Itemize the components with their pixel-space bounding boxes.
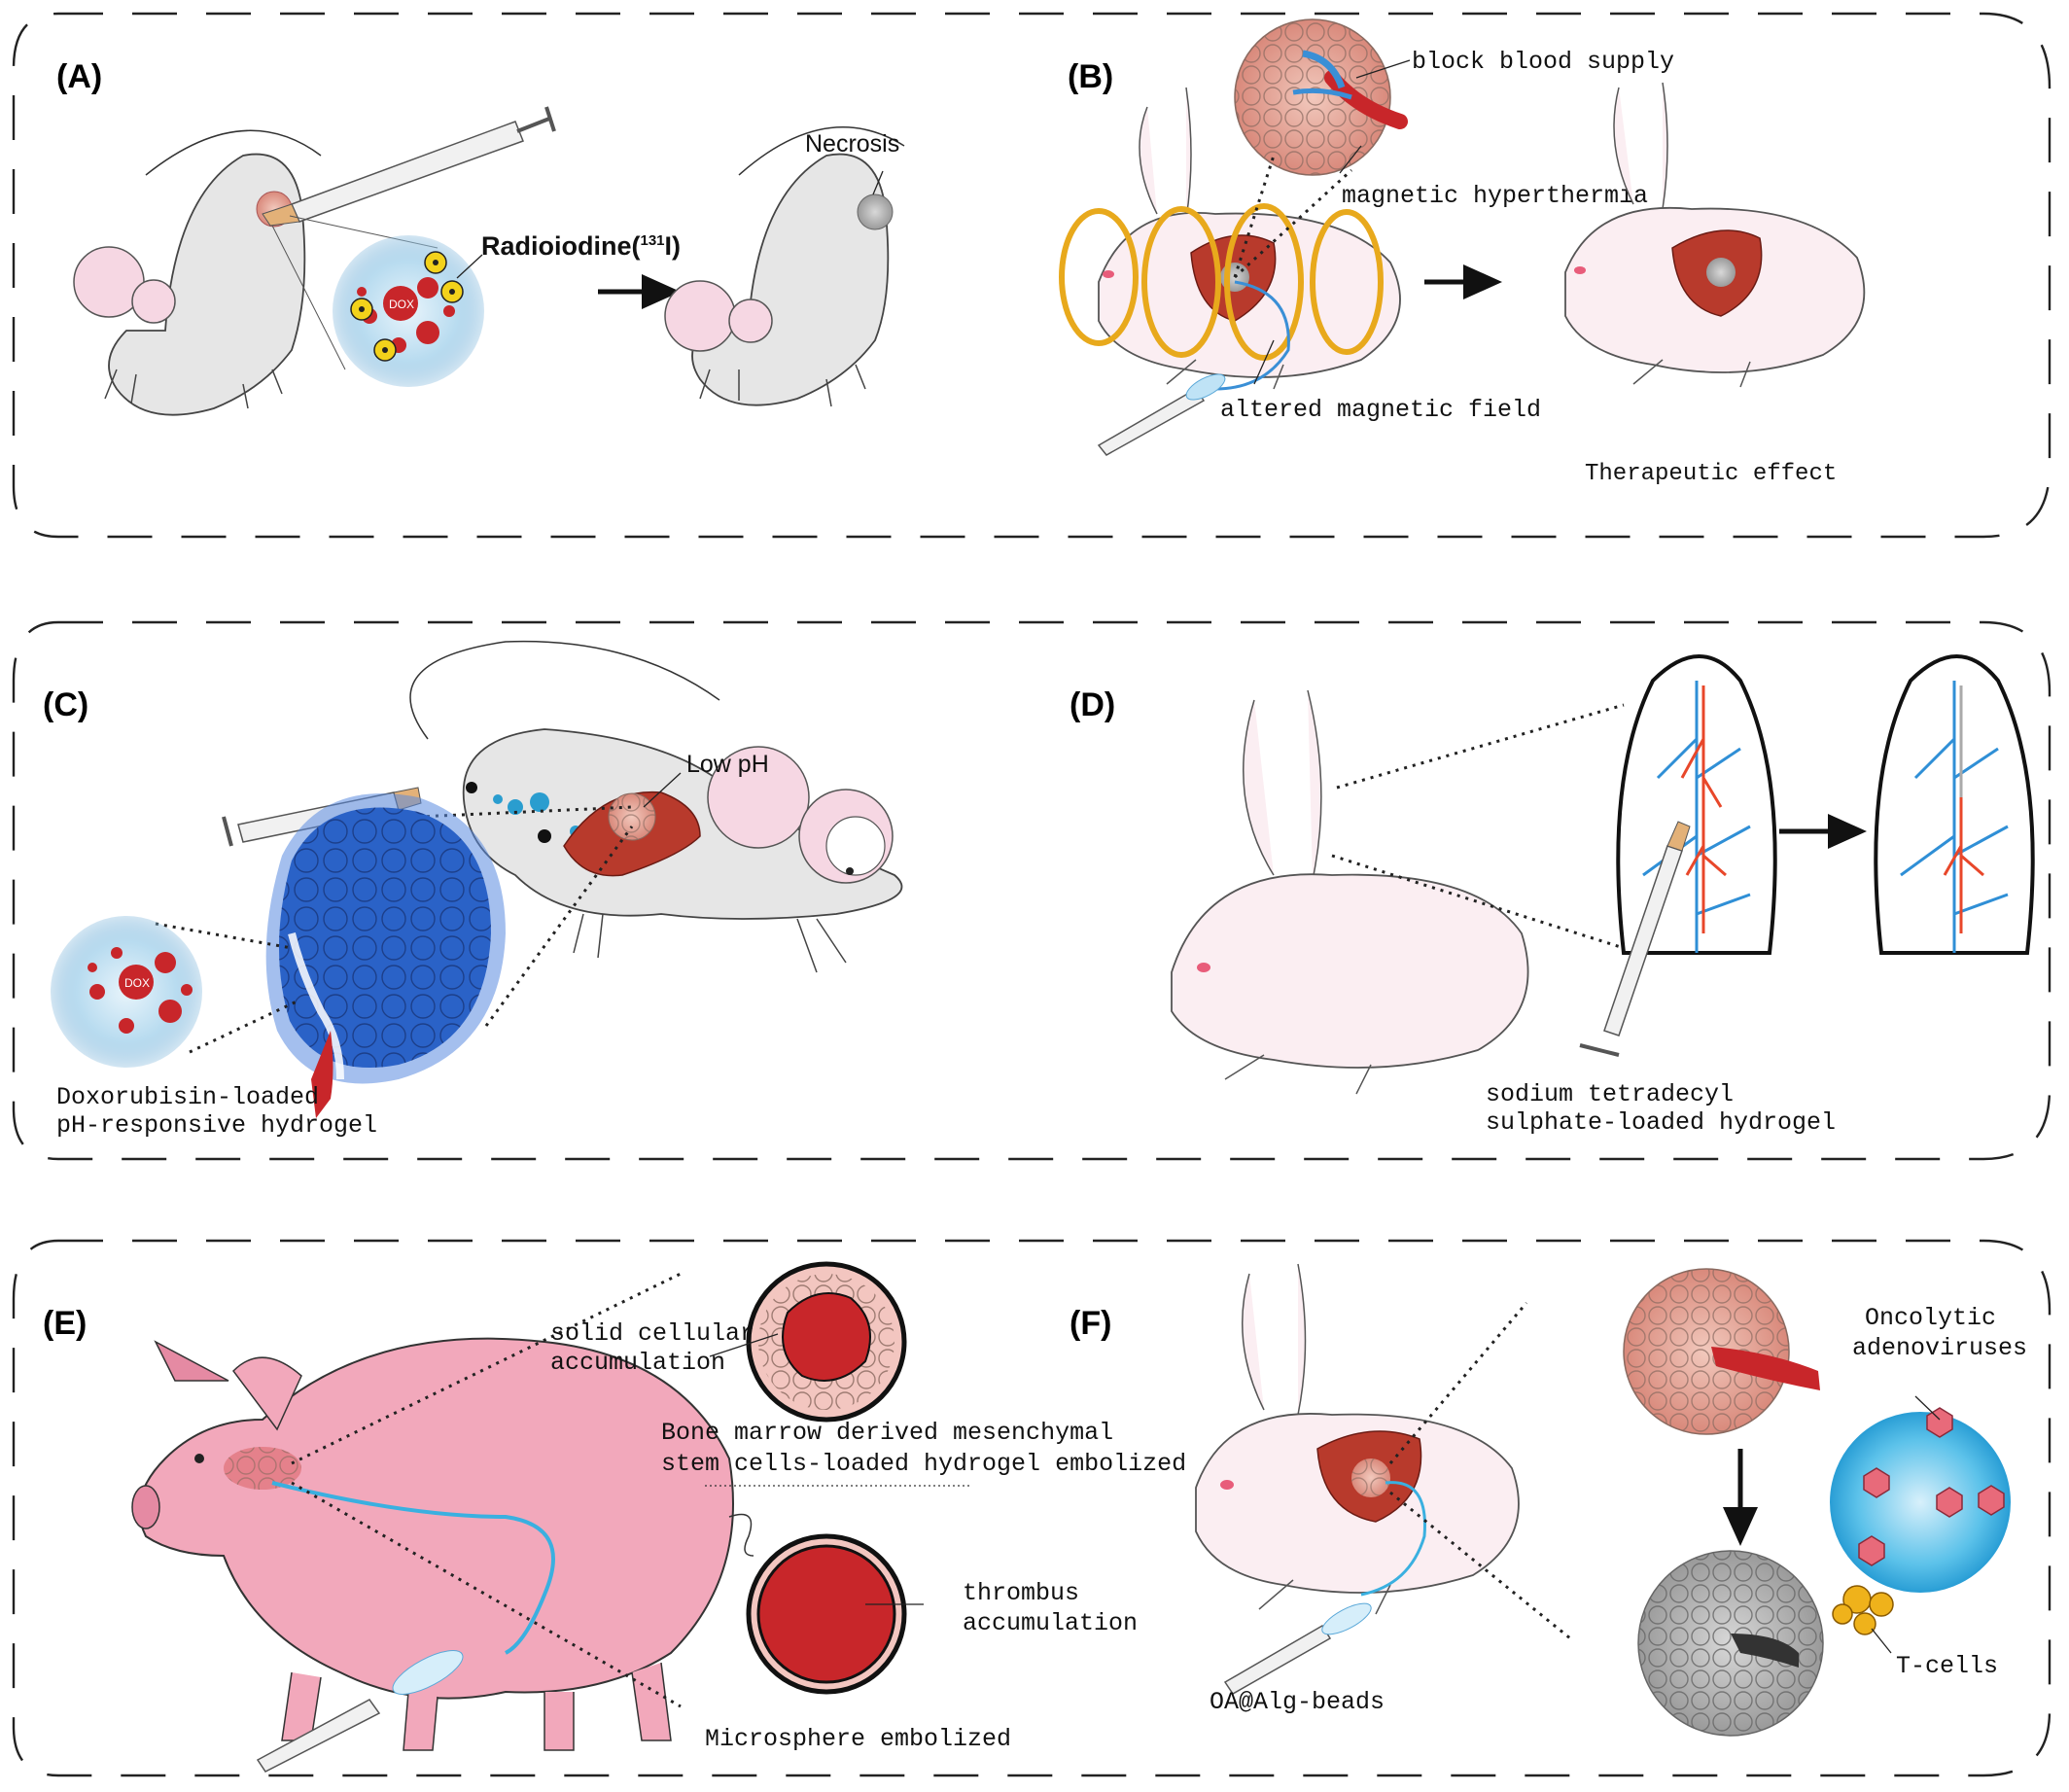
tumor-f-after	[1637, 1550, 1824, 1737]
thrombus-label-line1: thrombus	[963, 1579, 1079, 1607]
arrow-a	[598, 274, 681, 309]
low-ph-label: Low pH	[686, 751, 769, 778]
hydrogel-c-label-line1: Doxorubisin-loaded	[56, 1083, 319, 1111]
panel-c: (C) Low pH	[43, 640, 903, 1140]
magnetic-coils	[1059, 203, 1384, 361]
cross-section-thrombus	[746, 1533, 907, 1695]
solid-cellular-label-line1: solid cellular	[550, 1319, 754, 1348]
frame-row-3	[12, 1239, 2051, 1777]
syringe-a	[262, 106, 556, 227]
block-blood-supply-label: block blood supply	[1412, 48, 1674, 76]
virus-icon	[1858, 1407, 2005, 1566]
bone-marrow-label-line1: Bone marrow derived mesenchymal	[661, 1419, 1113, 1447]
rabbit-f	[1195, 1263, 1520, 1615]
beads-label: OA@Alg-beads	[1210, 1688, 1385, 1716]
hydrogel-bubble-c: DOX	[51, 916, 298, 1068]
mouse-a-left	[73, 129, 322, 416]
bone-marrow-label-line2: stem cells-loaded hydrogel embolized	[661, 1450, 1186, 1478]
necrosis-label: Necrosis	[805, 130, 899, 158]
arrow-b	[1424, 264, 1502, 299]
microsphere-label: Microsphere embolized	[705, 1725, 1011, 1753]
ear-d-after	[1874, 654, 2035, 955]
arrow-f	[1723, 1449, 1758, 1546]
panel-f: (F) OA@Alg-beads	[1070, 1263, 2027, 1737]
hydrogel-d-label-line2: sulphate-loaded hydrogel	[1486, 1108, 1836, 1137]
syringe-d	[1579, 821, 1691, 1057]
arrow-d	[1779, 814, 1867, 849]
syringe-f	[1223, 1602, 1372, 1695]
panel-e-letter: (E)	[43, 1305, 87, 1342]
altered-magnetic-field-label: altered magnetic field	[1220, 396, 1541, 424]
hydrogel-d-label-line1: sodium tetradecyl	[1486, 1080, 1734, 1108]
oncolytic-label-line2: adenoviruses	[1852, 1334, 2027, 1362]
panel-f-letter: (F)	[1070, 1305, 1111, 1342]
dox-label-c: DOX	[124, 976, 150, 990]
hydrogel-bubble-a: DOX	[271, 215, 484, 387]
syringe-e	[256, 1650, 464, 1773]
radiation-icon	[350, 251, 464, 362]
radioiodine-label: Radioiodine(131I)	[481, 231, 681, 261]
therapeutic-effect-label: Therapeutic effect	[1585, 461, 1837, 487]
panel-b: (B) block blood supply magnetic hyperthe…	[1059, 18, 1866, 487]
rabbit-d	[1171, 689, 1529, 1095]
frame-row-1	[12, 12, 2051, 539]
tcells-label: T-cells	[1896, 1652, 1998, 1680]
magnetic-hyperthermia-label: magnetic hyperthermia	[1342, 182, 1648, 210]
panel-d: (D) sodium tetradecyl sulphate-loaded hy…	[1070, 654, 2035, 1137]
pig	[131, 1337, 754, 1751]
tumor-b	[1234, 18, 1408, 176]
ear-d-before	[1616, 654, 1777, 955]
dox-label-a: DOX	[389, 298, 414, 311]
panel-b-letter: (B)	[1068, 58, 1113, 95]
panel-c-letter: (C)	[43, 686, 88, 723]
panel-d-letter: (D)	[1070, 686, 1115, 723]
rabbit-b-right	[1564, 82, 1866, 388]
cross-section-cellular	[746, 1261, 907, 1423]
frame-row-2	[12, 620, 2051, 1161]
hydrogel-tumor-c	[265, 793, 506, 1118]
hydrogel-c-label-line2: pH-responsive hydrogel	[56, 1111, 377, 1140]
thrombus-label-line2: accumulation	[963, 1609, 1138, 1637]
panel-a: (A) DO	[56, 58, 905, 416]
oncolytic-bubble	[1830, 1395, 2011, 1593]
syringe-b	[1097, 373, 1226, 456]
mouse-c	[409, 640, 903, 973]
panel-a-letter: (A)	[56, 58, 102, 95]
solid-cellular-label-line2: accumulation	[550, 1349, 725, 1377]
oncolytic-label-line1: Oncolytic	[1865, 1304, 1996, 1332]
tumor-f-before	[1623, 1268, 1820, 1435]
mouse-a-right	[664, 126, 905, 407]
tcells-cluster	[1832, 1585, 1894, 1635]
panel-e: (E) solid cellular accu	[43, 1261, 1186, 1773]
